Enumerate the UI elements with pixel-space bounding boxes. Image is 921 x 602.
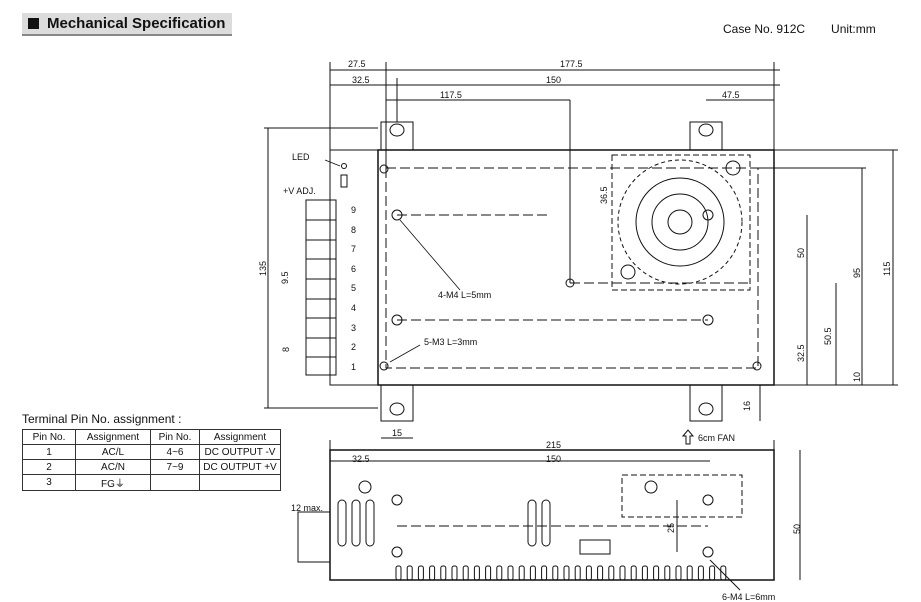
header-cell: Assignment bbox=[199, 429, 281, 445]
side-dim-215: 215 bbox=[546, 440, 562, 450]
dim-15: 15 bbox=[392, 428, 403, 438]
top-view-outline bbox=[377, 149, 775, 386]
terminal-block bbox=[305, 199, 337, 376]
side-dim-150: 150 bbox=[546, 454, 562, 464]
table-cell: AC/N bbox=[75, 459, 151, 475]
dim-150: 150 bbox=[546, 75, 562, 85]
side-vents bbox=[337, 499, 611, 555]
screw-holes bbox=[379, 160, 762, 371]
side-dim-25: 25 bbox=[666, 522, 676, 533]
fan-note: 6cm FAN bbox=[698, 433, 736, 443]
terminal-number: 5 bbox=[351, 283, 357, 294]
terminal-block-area bbox=[329, 149, 379, 386]
table-cell: DC OUTPUT -V bbox=[199, 444, 281, 460]
dim-10: 10 bbox=[852, 371, 862, 382]
table-cell: AC/L bbox=[75, 444, 151, 460]
table-header-row: Pin No. Assignment Pin No. Assignment bbox=[22, 429, 281, 445]
dim-50: 50 bbox=[796, 247, 806, 258]
led-label: LED bbox=[292, 152, 310, 162]
table-cell: 4~6 bbox=[150, 444, 200, 460]
dim-115: 115 bbox=[882, 261, 892, 276]
dim-16: 16 bbox=[742, 400, 752, 411]
side-dim-32-5: 32.5 bbox=[352, 454, 370, 464]
connector-side bbox=[297, 511, 331, 563]
table-cell: 1 bbox=[22, 444, 76, 460]
table-cell: 3 bbox=[22, 474, 76, 491]
dim-36-5: 36.5 bbox=[599, 186, 609, 204]
table-cell: 7~9 bbox=[150, 459, 200, 475]
pin-table-title: Terminal Pin No. assignment : bbox=[22, 412, 182, 426]
terminal-number: 4 bbox=[351, 303, 357, 313]
side-view-outline bbox=[329, 449, 775, 581]
header-square-icon bbox=[28, 18, 39, 29]
dim-50-5: 50.5 bbox=[823, 327, 833, 345]
dim-32-5: 32.5 bbox=[352, 75, 370, 85]
table-cell bbox=[150, 474, 200, 491]
mount-tab bbox=[689, 121, 723, 151]
header-cell: Assignment bbox=[75, 429, 151, 445]
dim-32-5-vertical: 32.5 bbox=[796, 344, 806, 362]
dim-95: 95 bbox=[852, 267, 862, 278]
mount-tab bbox=[380, 384, 414, 422]
vadj-label: +V ADJ. bbox=[283, 186, 316, 196]
case-info: Case No. 912C Unit:mm bbox=[723, 22, 902, 36]
terminal-number: 1 bbox=[351, 361, 357, 372]
table-cell: DC OUTPUT +V bbox=[199, 459, 281, 475]
fan-outline bbox=[617, 159, 743, 285]
side-m4-note: 6-M4 L=6mm bbox=[722, 592, 776, 602]
dim-117-5: 117.5 bbox=[440, 90, 462, 100]
terminal-number: 8 bbox=[351, 224, 357, 235]
dim-177-5: 177.5 bbox=[560, 59, 583, 69]
side-dim-50: 50 bbox=[792, 523, 802, 534]
unit-label: Unit:mm bbox=[831, 22, 876, 36]
dim-135: 135 bbox=[258, 260, 268, 276]
table-cell: FG⏚ bbox=[75, 474, 151, 491]
fan-arrow-icon bbox=[681, 429, 695, 445]
terminal-number: 9 bbox=[351, 205, 357, 215]
m4-note: 4-M4 L=5mm bbox=[438, 290, 492, 300]
terminal-number: 3 bbox=[351, 322, 357, 333]
header-cell: Pin No. bbox=[22, 429, 76, 445]
table-cell bbox=[199, 474, 281, 491]
side-dim-12max: 12 max. bbox=[291, 503, 324, 513]
header-cell: Pin No. bbox=[150, 429, 200, 445]
section-title: Mechanical Specification bbox=[47, 15, 226, 32]
terminal-number: 2 bbox=[351, 342, 357, 353]
dim-8: 8 bbox=[281, 346, 291, 352]
dim-9-5: 9.5 bbox=[280, 271, 290, 284]
mount-tab bbox=[689, 384, 723, 422]
terminal-number: 7 bbox=[351, 244, 357, 255]
section-header: Mechanical Specification bbox=[22, 13, 232, 36]
dim-27-5: 27.5 bbox=[348, 59, 366, 69]
terminal-number: 6 bbox=[351, 263, 357, 274]
table-cell: 2 bbox=[22, 459, 76, 475]
dim-47-5: 47.5 bbox=[722, 90, 740, 100]
m3-note: 5-M3 L=3mm bbox=[424, 337, 478, 347]
inner-dashed-outline bbox=[385, 167, 759, 369]
case-number: Case No. 912C bbox=[723, 22, 806, 36]
